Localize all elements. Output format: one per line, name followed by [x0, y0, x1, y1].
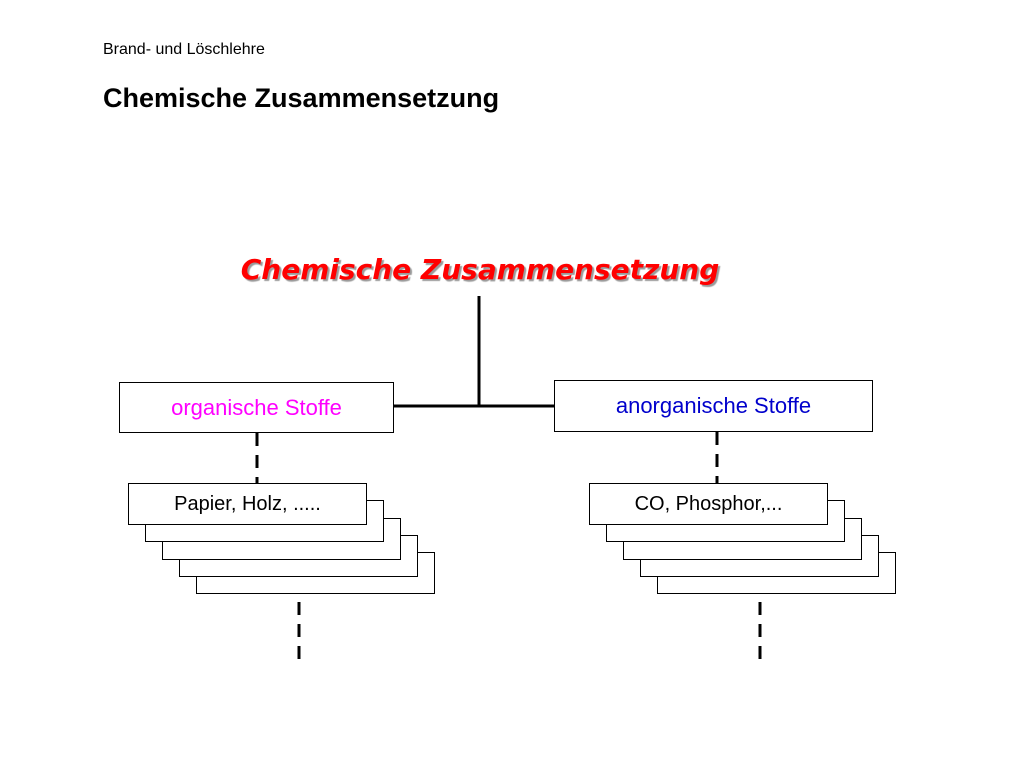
diagram-root-label: Chemische Zusammensetzung [240, 253, 720, 286]
slide-subject: Brand- und Löschlehre [103, 41, 265, 58]
organic-example-card: Papier, Holz, ..... [128, 483, 367, 525]
inorganic-example-card: CO, Phosphor,... [589, 483, 828, 525]
category-inorganic: anorganische Stoffe [554, 380, 873, 432]
category-organic: organische Stoffe [119, 382, 394, 433]
slide-title: Chemische Zusammensetzung [103, 83, 500, 113]
